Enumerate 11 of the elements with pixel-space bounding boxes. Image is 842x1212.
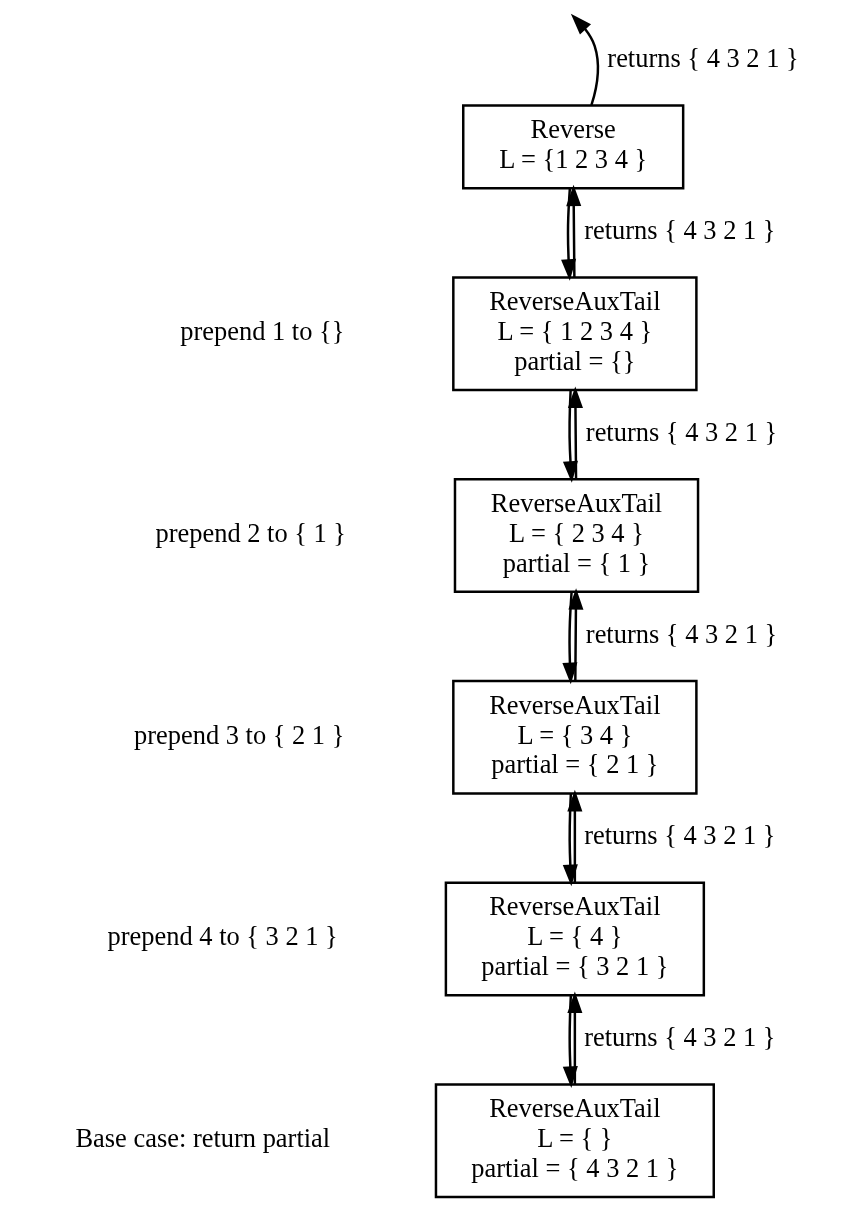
edge-label: returns { 4 3 2 1 }: [585, 416, 777, 447]
edge-label: returns { 4 3 2 1 }: [583, 1022, 776, 1053]
node-label: prepend 2 to { 1 }: [154, 517, 346, 548]
edge-label: returns { 4 3 2 1 }: [583, 215, 776, 246]
edge-label: returns { 4 3 2 1 }: [583, 820, 776, 851]
node-label: prepend 3 to { 2 1 }: [133, 719, 344, 750]
node-label: prepend 1 to {}: [179, 316, 344, 347]
edge-label: returns { 4 3 2 1 }: [606, 43, 799, 74]
node-label: prepend 4 to { 3 2 1 }: [107, 921, 338, 952]
node-label: Base case: return partial: [74, 1122, 330, 1153]
edge-label: returns { 4 3 2 1 }: [585, 618, 777, 649]
